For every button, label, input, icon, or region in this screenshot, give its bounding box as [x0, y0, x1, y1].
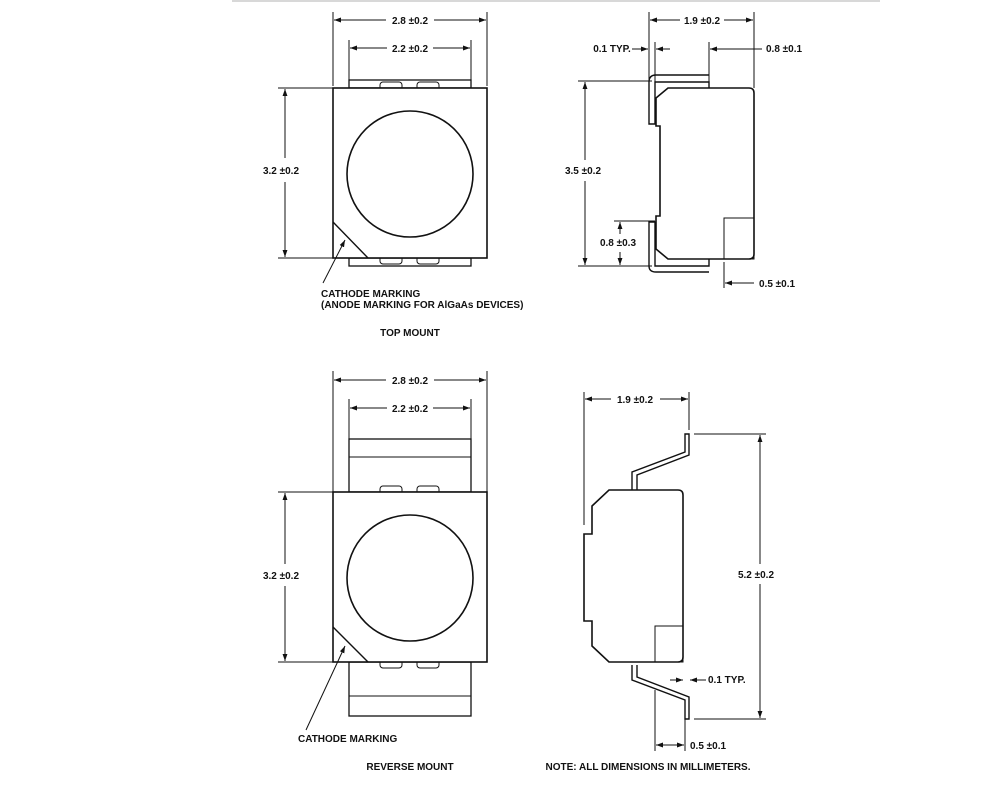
- dim-height: 3.2 ±0.2: [263, 166, 300, 177]
- dim-side-width: 1.9 ±0.2: [684, 16, 721, 27]
- top-mount-side-view: 1.9 ±0.2 0.1 TYP. 0.8 ±0.1 3.5 ±0.2 0.8 …: [565, 12, 803, 290]
- side-lead-top-rev: [631, 433, 690, 490]
- dim-side-height-rev: 5.2 ±0.2: [738, 570, 775, 581]
- dim-side-height: 3.5 ±0.2: [565, 166, 602, 177]
- terminal-bottom-rev: [348, 661, 472, 717]
- lens: [346, 110, 474, 238]
- dim-width-inner: 2.2 ±0.2: [392, 44, 429, 55]
- terminal-top-rev: [348, 438, 472, 493]
- side-pad: [723, 217, 755, 260]
- terminal-bottom: [348, 257, 472, 267]
- cathode-note-2: (ANODE MARKING FOR AlGaAs DEVICES): [321, 300, 523, 311]
- dim-lead-height: 0.8 ±0.3: [600, 238, 637, 249]
- cathode-note-rev: CATHODE MARKING: [298, 734, 397, 745]
- side-lead-bottom-rev: [631, 665, 690, 720]
- side-body: [655, 87, 755, 260]
- caption-reverse-mount: REVERSE MOUNT: [366, 762, 453, 773]
- side-lead: [648, 74, 710, 125]
- dim-width-outer: 2.8 ±0.2: [392, 16, 429, 27]
- dim-height-rev: 3.2 ±0.2: [263, 571, 300, 582]
- dim-side-width-rev: 1.9 ±0.2: [617, 395, 654, 406]
- side-pad-rev: [654, 625, 684, 663]
- reverse-mount-side-view: 1.9 ±0.2 5.2 ±0.2 0.1 TYP. 0.5 ±0.1 NOTE…: [546, 392, 775, 773]
- lens-rev: [346, 514, 474, 642]
- dimensions-note: NOTE: ALL DIMENSIONS IN MILLIMETERS.: [546, 762, 751, 773]
- cathode-mark-rev: [332, 626, 369, 663]
- dim-pad-width: 0.5 ±0.1: [759, 279, 796, 290]
- caption-top-mount: TOP MOUNT: [380, 328, 440, 339]
- cathode-mark: [332, 221, 369, 259]
- dim-lead-offset-top: 0.8 ±0.1: [766, 44, 803, 55]
- side-body-rev: [583, 489, 684, 663]
- top-mount-top-view: 2.8 ±0.2 2.2 ±0.2 3.2 ±0.2 CATHODE MARKI…: [263, 12, 523, 339]
- dim-pad-width-rev: 0.5 ±0.1: [690, 741, 727, 752]
- dim-width-inner-rev: 2.2 ±0.2: [392, 404, 429, 415]
- dim-lead-thickness-rev: 0.1 TYP.: [708, 675, 746, 686]
- dim-width-outer-rev: 2.8 ±0.2: [392, 376, 429, 387]
- reverse-mount-top-view: 2.8 ±0.2 2.2 ±0.2 3.2 ±0.2 CATHODE MARKI…: [263, 371, 488, 773]
- dim-lead-thickness: 0.1 TYP.: [593, 44, 631, 55]
- cathode-note-1: CATHODE MARKING: [321, 289, 420, 300]
- terminal-top: [348, 79, 472, 89]
